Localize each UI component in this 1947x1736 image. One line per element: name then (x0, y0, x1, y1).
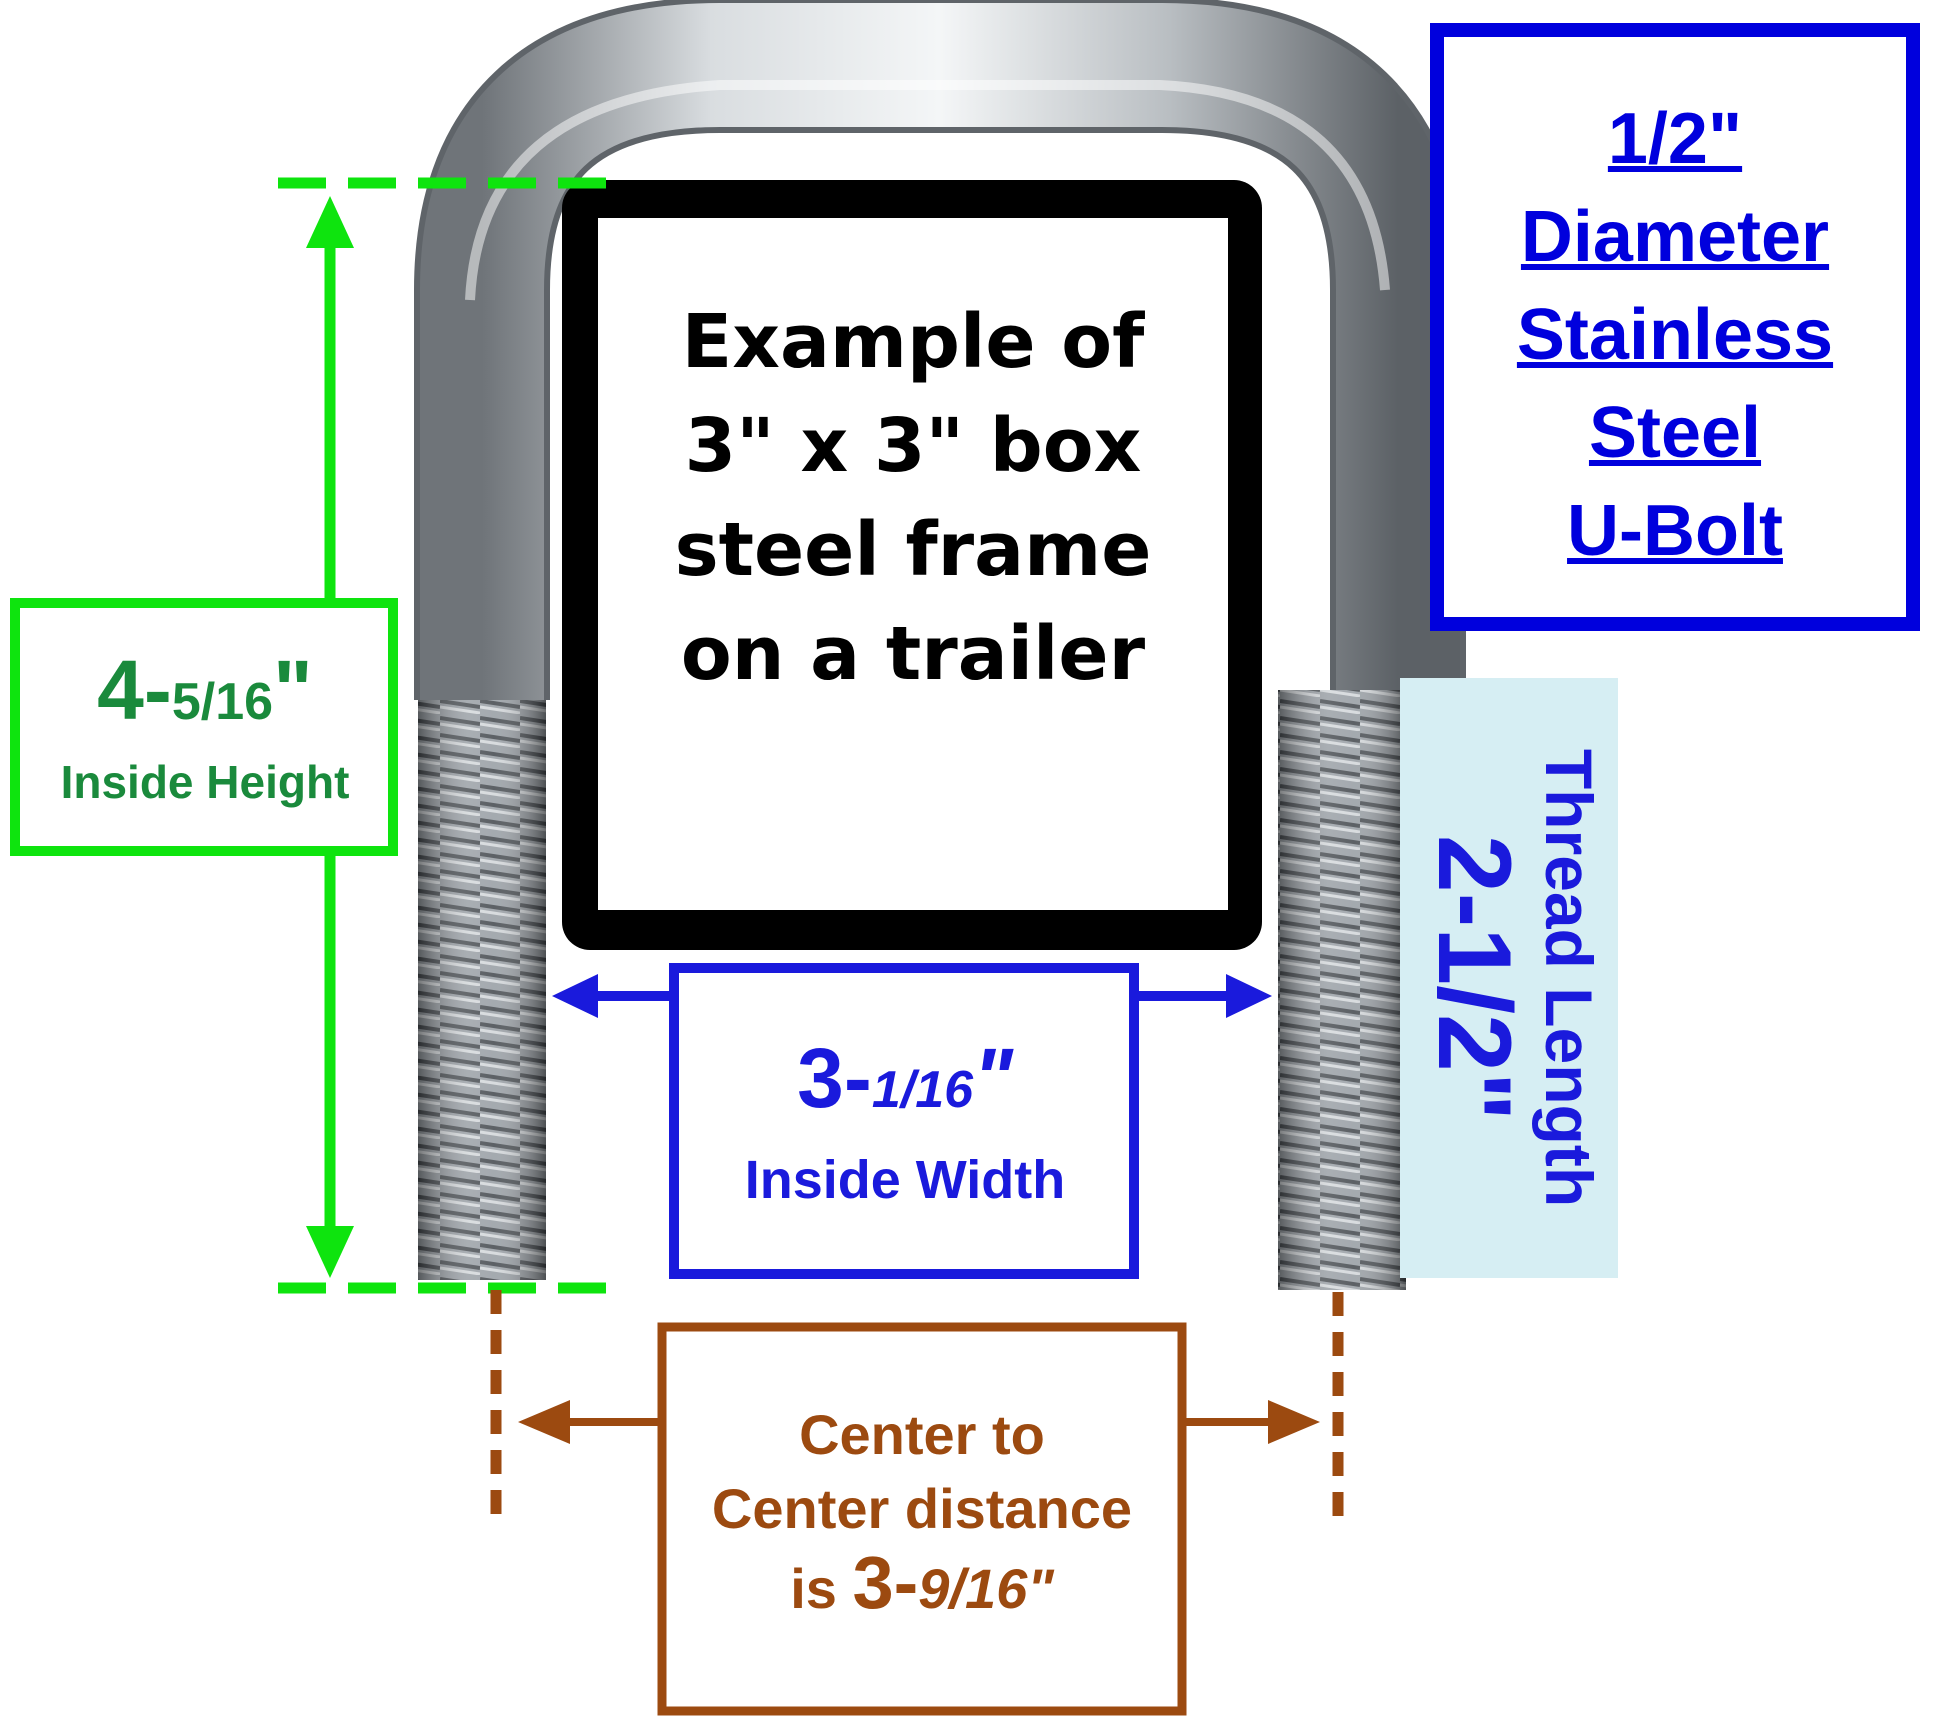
title-text: 1/2" Diameter Stainless Steel U-Bolt (1460, 90, 1890, 580)
inside-width-box (669, 963, 1139, 1279)
center-prefix: is (790, 1557, 853, 1620)
title-material-1: Stainless (1516, 295, 1834, 375)
center-fraction: 9/16" (918, 1557, 1054, 1620)
thread-value: 2-1/2" (1416, 834, 1532, 1122)
inside-height-dimension (10, 177, 612, 1294)
center-line-2: Center distance (711, 1477, 1133, 1540)
title-material-2: Steel (1588, 393, 1762, 473)
frame-line-2: 3" x 3" box (684, 403, 1142, 489)
frame-example-text: Example of 3" x 3" box steel frame on a … (600, 290, 1226, 706)
title-box (1430, 23, 1920, 631)
center-line-1: Center to (799, 1403, 1045, 1466)
center-distance-box (657, 1322, 1187, 1716)
center-distance-text: Center to Center distance is 3-9/16" (668, 1398, 1176, 1626)
box-frame-inner (598, 218, 1228, 910)
frame-line-4: on a trailer (680, 611, 1146, 697)
width-arrow-right (1226, 974, 1272, 1018)
inside-width-dimension (552, 963, 1272, 1279)
height-caption: Inside Height (60, 756, 350, 808)
thread-length-text: Thread Length 2-1/2" (1409, 678, 1609, 1278)
height-inch: " (273, 643, 313, 737)
frame-line-3: steel frame (674, 507, 1152, 593)
center-distance-dimension (490, 1290, 1344, 1716)
height-arrow-up (306, 196, 354, 248)
width-whole: 3- (797, 1031, 872, 1125)
title-diameter-word: Diameter (1520, 197, 1830, 277)
u-bolt (414, 0, 1466, 1290)
width-arrow-left (552, 974, 598, 1018)
center-arrow-left (518, 1400, 570, 1444)
inside-width-text: 3-1/16" Inside Width (680, 1030, 1130, 1222)
thread-caption: Thread Length (1532, 748, 1606, 1208)
width-fraction: 1/16 (871, 1061, 974, 1119)
height-fraction: 5/16 (171, 673, 274, 731)
title-diameter-value: 1/2" (1607, 99, 1743, 179)
center-arrow-right (1268, 1400, 1320, 1444)
inside-height-text: 4-5/16" Inside Height (20, 642, 390, 814)
center-whole: 3- (852, 1541, 919, 1624)
height-arrow-down (306, 1226, 354, 1278)
thread-length-panel (1400, 678, 1618, 1278)
frame-line-1: Example of (681, 299, 1145, 385)
width-inch: " (973, 1031, 1013, 1125)
inside-height-box (10, 598, 398, 856)
width-caption: Inside Width (744, 1150, 1066, 1210)
title-product: U-Bolt (1567, 491, 1783, 571)
height-whole: 4- (97, 643, 172, 737)
center-line-3: is 3-9/16" (668, 1546, 1176, 1626)
